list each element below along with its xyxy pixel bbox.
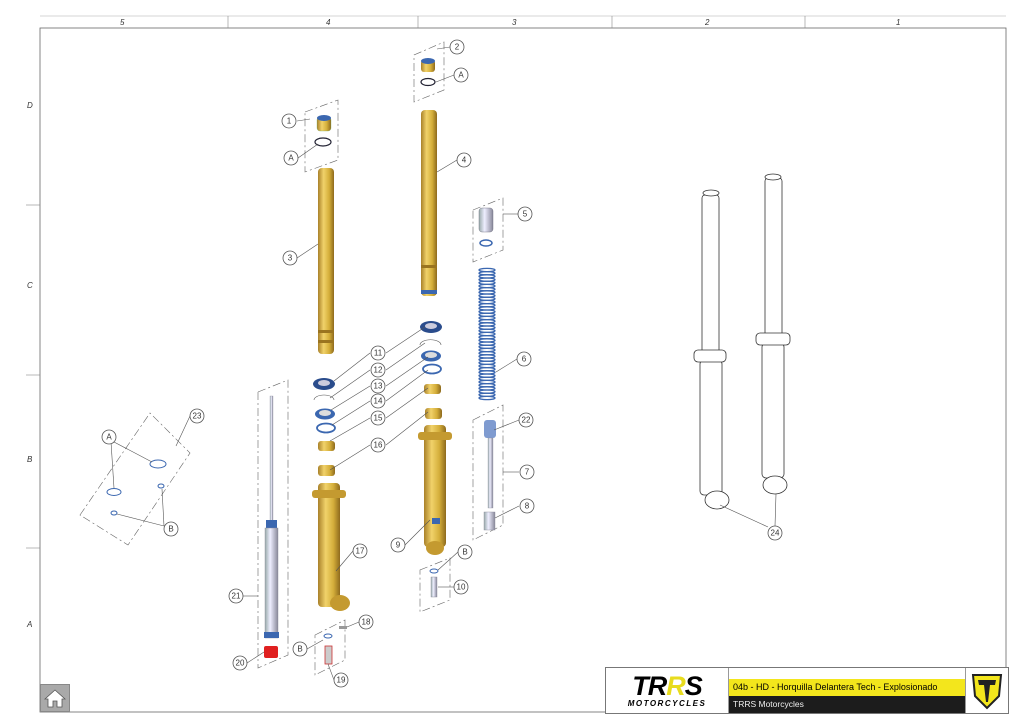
svg-text:15: 15 bbox=[374, 414, 383, 423]
svg-text:14: 14 bbox=[374, 397, 383, 406]
svg-text:18: 18 bbox=[362, 618, 371, 627]
callout-A: A bbox=[283, 150, 299, 166]
assembled-fork-view bbox=[693, 173, 791, 510]
callout-B: B bbox=[292, 641, 308, 657]
fork-parts bbox=[106, 58, 496, 665]
svg-text:13: 13 bbox=[374, 382, 383, 391]
callout-6: 6 bbox=[516, 351, 532, 367]
svg-text:B: B bbox=[297, 645, 302, 654]
callout-B: B bbox=[163, 521, 179, 537]
callout-4: 4 bbox=[456, 152, 472, 168]
callout-5: 5 bbox=[517, 206, 533, 222]
svg-text:A: A bbox=[458, 71, 464, 80]
svg-text:7: 7 bbox=[525, 468, 530, 477]
svg-text:6: 6 bbox=[522, 355, 527, 364]
spring bbox=[478, 267, 496, 401]
zone-column-3: 3 bbox=[512, 18, 517, 27]
callout-10: 10 bbox=[453, 579, 469, 595]
svg-text:5: 5 bbox=[523, 210, 528, 219]
svg-text:1: 1 bbox=[287, 117, 292, 126]
zone-row-A: A bbox=[26, 620, 32, 629]
callout-16: 16 bbox=[370, 437, 386, 453]
svg-text:B: B bbox=[462, 548, 467, 557]
callout-9: 9 bbox=[390, 537, 406, 553]
callouts: 1A2A3456111213141516227823AB9B10172118B2… bbox=[101, 39, 783, 688]
svg-text:10: 10 bbox=[457, 583, 466, 592]
callout-11: 11 bbox=[370, 345, 386, 361]
svg-text:21: 21 bbox=[232, 592, 241, 601]
svg-text:16: 16 bbox=[374, 441, 383, 450]
callout-3: 3 bbox=[282, 250, 298, 266]
callout-2: 2 bbox=[449, 39, 465, 55]
zone-row-C: C bbox=[27, 281, 33, 290]
svg-text:11: 11 bbox=[374, 349, 383, 358]
svg-text:B: B bbox=[168, 525, 173, 534]
zone-row-D: D bbox=[27, 101, 33, 110]
callout-23: 23 bbox=[189, 408, 205, 424]
svg-text:A: A bbox=[106, 433, 112, 442]
callout-17: 17 bbox=[352, 543, 368, 559]
callout-12: 12 bbox=[370, 362, 386, 378]
company-name: TRRS Motorcycles bbox=[729, 696, 965, 713]
callout-21: 21 bbox=[228, 588, 244, 604]
callout-A: A bbox=[453, 67, 469, 83]
leader-lines bbox=[110, 46, 777, 681]
callout-14: 14 bbox=[370, 393, 386, 409]
svg-text:9: 9 bbox=[396, 541, 401, 550]
drawing-frame: 5 4 3 2 1 D C B A bbox=[26, 15, 1007, 713]
callout-18: 18 bbox=[358, 614, 374, 630]
zone-column-5: 5 bbox=[120, 18, 125, 27]
zone-column-4: 4 bbox=[326, 18, 331, 27]
svg-text:4: 4 bbox=[462, 156, 467, 165]
title-block: TRRS MOTORCYCLES 04b - HD - Horquilla De… bbox=[605, 667, 1009, 714]
svg-text:2: 2 bbox=[455, 43, 460, 52]
svg-text:12: 12 bbox=[374, 366, 383, 375]
callout-8: 8 bbox=[519, 498, 535, 514]
trrs-logo: TRRS MOTORCYCLES bbox=[606, 668, 729, 713]
svg-text:20: 20 bbox=[236, 659, 245, 668]
svg-text:A: A bbox=[288, 154, 294, 163]
svg-text:19: 19 bbox=[337, 676, 346, 685]
svg-text:24: 24 bbox=[771, 529, 780, 538]
zone-column-2: 2 bbox=[704, 18, 710, 27]
callout-1: 1 bbox=[281, 113, 297, 129]
callout-7: 7 bbox=[519, 464, 535, 480]
callout-24: 24 bbox=[767, 525, 783, 541]
svg-text:17: 17 bbox=[356, 547, 365, 556]
callout-22: 22 bbox=[518, 412, 534, 428]
zone-row-B: B bbox=[27, 455, 33, 464]
trrs-shield-emblem-icon bbox=[965, 668, 1008, 713]
home-icon bbox=[44, 689, 66, 708]
callout-B: B bbox=[457, 544, 473, 560]
callout-20: 20 bbox=[232, 655, 248, 671]
callout-13: 13 bbox=[370, 378, 386, 394]
callout-19: 19 bbox=[333, 672, 349, 688]
svg-text:3: 3 bbox=[288, 254, 293, 263]
home-button[interactable] bbox=[40, 684, 70, 712]
svg-text:22: 22 bbox=[522, 416, 531, 425]
drawing-title: 04b - HD - Horquilla Delantera Tech - Ex… bbox=[729, 679, 965, 696]
zone-column-1: 1 bbox=[896, 18, 900, 27]
callout-15: 15 bbox=[370, 410, 386, 426]
svg-text:8: 8 bbox=[525, 502, 530, 511]
group-boxes bbox=[79, 41, 504, 676]
callout-A: A bbox=[101, 429, 117, 445]
svg-text:23: 23 bbox=[193, 412, 202, 421]
